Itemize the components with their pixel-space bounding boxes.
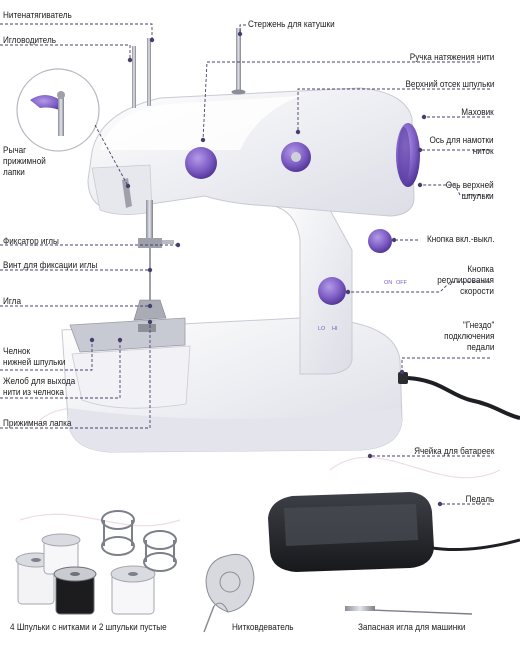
label-needle-clamp: Фиксатор иглы [3,236,59,247]
switch-off-mark: OFF [396,280,408,286]
label-bobbins: 4 Шпульки с нитками и 2 шпульки пустые [10,622,167,633]
label-presser-lever: Рычаг прижимной лапки [3,145,46,178]
label-spare-needle: Запасная игла для машинки [358,622,466,633]
pointer-lines [0,23,490,505]
switch-on-mark: ON [384,280,392,286]
label-needle-screw: Винт для фиксации иглы [3,260,98,271]
presser-lever-inset [16,68,100,152]
label-pedal-socket: "Гнездо" подключения педали [443,320,494,353]
label-needle-bar: Игловодитель [3,35,56,46]
label-handwheel: Маховик [461,107,494,118]
label-threader: Нитковдеватель [232,622,294,633]
pointer-dots [89,31,443,507]
speed-high-mark: HI [332,326,338,332]
speed-low-mark: LO [318,326,326,332]
label-tension-knob: Ручка натяжения нити [409,52,494,63]
label-pedal: Педаль [465,494,494,505]
label-needle: Игла [3,296,21,307]
bobbins-group [15,510,177,615]
label-spool-pin: Стержень для катушки [248,19,335,30]
label-upper-axis: Ось верхней шпульки [446,180,494,202]
label-battery-cell: Ячейка для батареек [413,446,494,457]
label-winding-axis: Ось для намотки ниток [429,135,494,157]
label-power-button: Кнопка вкл.-выкл. [426,234,494,245]
sewing-machine: ON OFF LO HI [61,28,520,453]
label-upper-bobbin: Верхний отсек шпульки [405,79,494,90]
label-thread-tensioner: Нитенатягиватель [3,10,72,21]
foot-pedal [268,492,520,572]
label-presser-foot: Прижимная лапка [3,418,72,429]
needle-threader [203,553,255,633]
spare-needle [344,606,473,615]
label-shuttle: Челнок нижней шпульки [3,346,66,368]
label-speed-button: Кнопка регулирования скорости [437,264,494,297]
label-thread-exit: Желоб для выхода нити из челнока [3,376,76,398]
